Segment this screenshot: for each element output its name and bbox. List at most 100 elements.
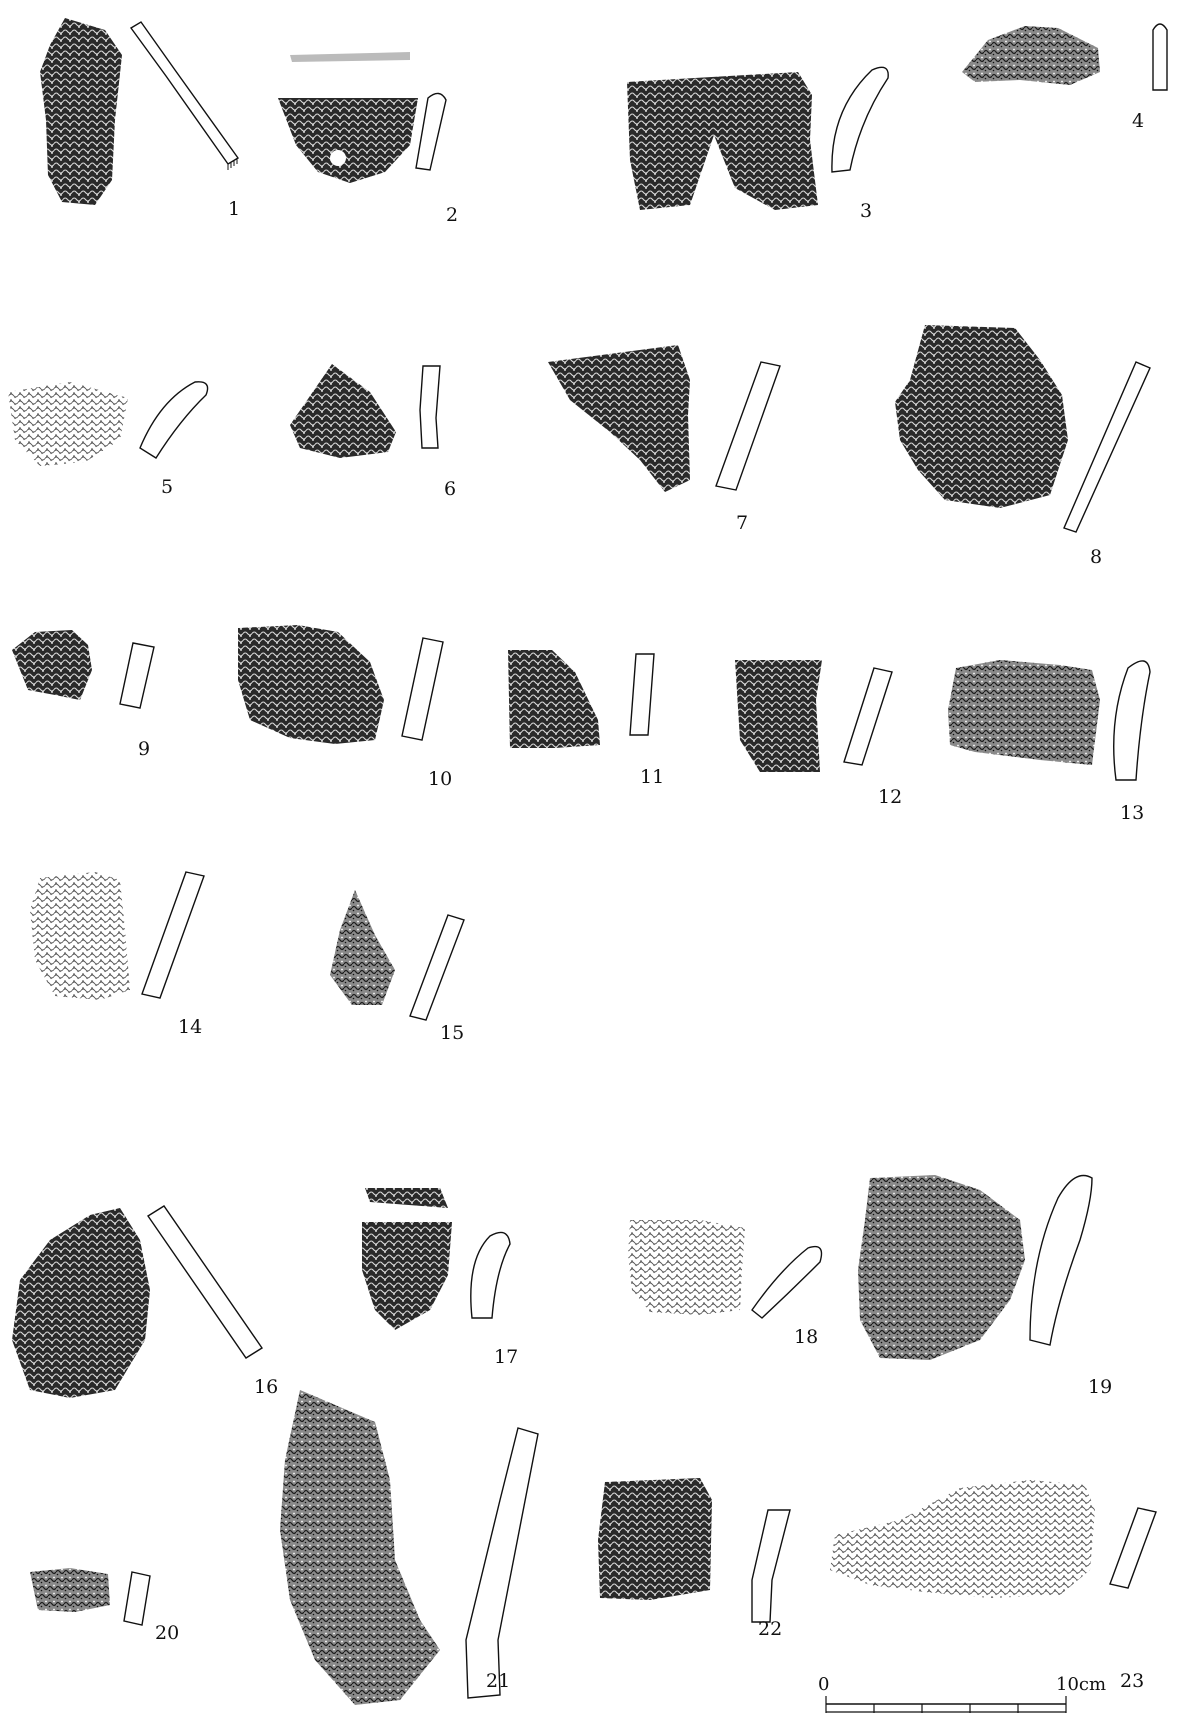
sherd-9-rubbing [12,630,92,700]
figure-label-9: 9 [138,738,151,760]
sherd-19-profile [1029,1174,1093,1346]
sherd-8-rubbing [895,325,1068,508]
sherd-22-profile [751,1509,791,1623]
sherd-3 [627,66,889,210]
sherd-15-rubbing [330,890,395,1005]
figure-label-7: 7 [736,512,749,534]
sherd-22 [598,1478,791,1623]
sherd-22-rubbing [598,1478,712,1600]
scale-bar-start-label: 0 [818,1674,830,1695]
sherd-14 [30,871,205,1000]
sherd-21 [280,1390,539,1705]
sherd-19 [858,1174,1093,1360]
sherd-6-rubbing [290,364,396,458]
sherd-20-rubbing [30,1568,110,1612]
sherd-9 [12,630,155,709]
sherd-16 [12,1205,263,1398]
sherd-18-profile [751,1245,823,1319]
sherd-13 [948,660,1151,781]
figure-label-17: 17 [494,1346,519,1368]
sherd-2-rim-fragment [290,52,410,62]
sherd-8 [895,325,1151,533]
sherd-7-profile [715,361,781,491]
sherd-12-profile [843,667,893,766]
sherd-16-profile [147,1205,263,1359]
sherd-4-profile [1152,23,1168,91]
sherd-6 [290,364,441,458]
sherd-23-rubbing [830,1480,1095,1598]
sherd-23 [830,1480,1157,1598]
sherd-3-profile [831,66,889,173]
sherd-2 [278,52,447,183]
sherd-20 [30,1568,151,1626]
figure-label-21: 21 [486,1670,511,1692]
sherd-18-rubbing [628,1220,745,1315]
sherd-12-rubbing [735,660,822,772]
figure-label-4: 4 [1132,110,1145,132]
sherd-5-rubbing [8,382,128,466]
sherd-10-rubbing [238,625,384,744]
sherd-6-profile [419,365,441,449]
sherd-17 [362,1188,511,1330]
scale-bar [825,1696,1067,1713]
sherd-12 [735,660,893,772]
sherd-1 [40,18,240,205]
figure-label-18: 18 [794,1326,819,1348]
sherd-16-rubbing [12,1208,150,1398]
figure-label-8: 8 [1090,546,1103,568]
sherd-18 [628,1220,823,1319]
sherd-17-profile [470,1231,511,1319]
figure-label-16: 16 [254,1376,279,1398]
sherd-7-rubbing [548,345,690,492]
sherd-5-profile [139,381,209,459]
figure-label-19: 19 [1088,1376,1113,1398]
sherd-13-rubbing [948,660,1100,765]
sherd-21-rubbing [280,1390,440,1705]
sherd-19-rubbing [858,1175,1025,1360]
sherd-1-profile [129,21,240,165]
sherd-1-break-mark [227,158,238,170]
sherd-7 [548,345,781,492]
figure-label-13: 13 [1120,802,1145,824]
sherd-3-rubbing [627,72,818,210]
sherd-11 [508,650,655,748]
scale-bar-ticks [825,1696,1067,1713]
figure-label-2: 2 [446,204,459,226]
figure-label-20: 20 [155,1622,180,1644]
sherd-4-rubbing [962,26,1100,85]
figure-label-3: 3 [860,200,873,222]
figure-label-14: 14 [178,1016,203,1038]
figure-label-5: 5 [161,476,174,498]
sherd-23-profile [1109,1507,1157,1589]
figure-label-15: 15 [440,1022,465,1044]
figure-label-1: 1 [228,198,241,220]
figure-label-11: 11 [640,766,665,788]
figure-label-22: 22 [758,1618,783,1640]
sherd-2-rubbing [278,98,418,183]
sherd-15-profile [409,914,465,1021]
sherd-10-profile [401,637,444,741]
sherd-10 [238,625,444,744]
sherd-9-profile [119,642,155,709]
sherd-5 [8,381,209,466]
sherd-8-profile [1063,361,1151,533]
sherd-2-perforation [330,150,346,166]
sherd-14-rubbing [30,872,130,1000]
sherd-2-profile [415,92,447,171]
sherd-14-profile [141,871,205,999]
sherd-4 [962,23,1168,91]
sherd-21-profile [465,1427,539,1699]
scale-bar-end-label: 10cm [1056,1674,1107,1695]
sherd-15 [330,890,465,1021]
figure-label-10: 10 [428,768,453,790]
figure-label-6: 6 [444,478,457,500]
sherd-11-rubbing [508,650,600,748]
figure-label-23: 23 [1120,1670,1145,1692]
sherd-17-rim-fragment [365,1188,448,1208]
figure-label-12: 12 [878,786,903,808]
sherd-20-profile [123,1571,151,1626]
sherd-11-profile [629,653,655,736]
sherd-13-profile [1113,660,1151,781]
sherd-17-rubbing [362,1222,452,1330]
